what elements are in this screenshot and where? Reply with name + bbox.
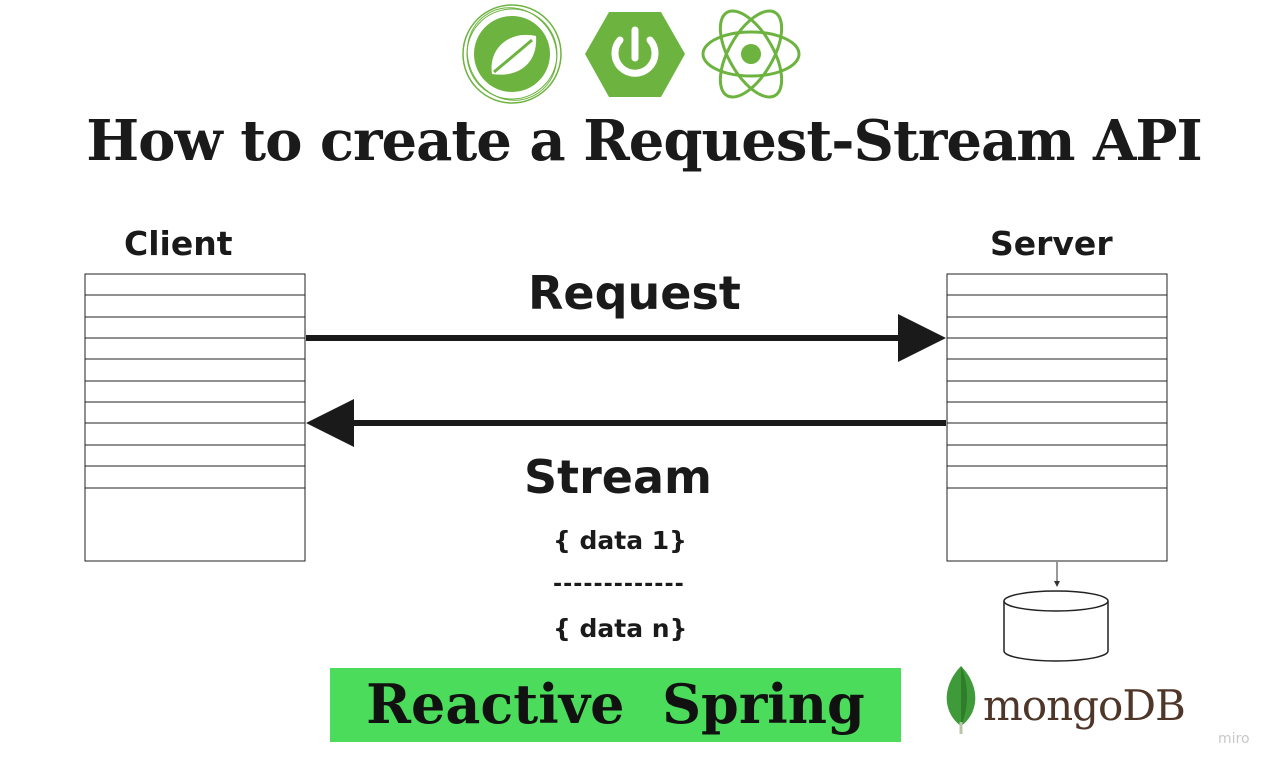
miro-watermark: miro xyxy=(1218,731,1250,747)
reactive-atom-icon xyxy=(701,9,801,99)
spring-boot-power-icon xyxy=(585,12,685,97)
reactive-spring-badge: Reactive Spring xyxy=(330,668,901,742)
stream-item-last: { data n} xyxy=(553,614,688,643)
request-label: Request xyxy=(528,266,741,320)
spring-leaf-icon xyxy=(462,4,562,104)
client-box xyxy=(84,273,306,562)
badge-text: Reactive Spring xyxy=(366,672,865,736)
client-label: Client xyxy=(124,224,233,263)
mongodb-logo-text: mongoDB xyxy=(983,681,1186,730)
page-title: How to create a Request-Stream API xyxy=(86,108,1203,174)
stream-label: Stream xyxy=(524,450,712,504)
logos-row xyxy=(462,4,801,104)
database-cylinder xyxy=(1003,590,1109,662)
server-label: Server xyxy=(990,224,1113,263)
mongodb-leaf-icon xyxy=(946,666,976,734)
stream-item-first: { data 1} xyxy=(553,526,687,555)
stream-item-separator: ------------- xyxy=(553,572,685,597)
server-box xyxy=(946,273,1168,562)
